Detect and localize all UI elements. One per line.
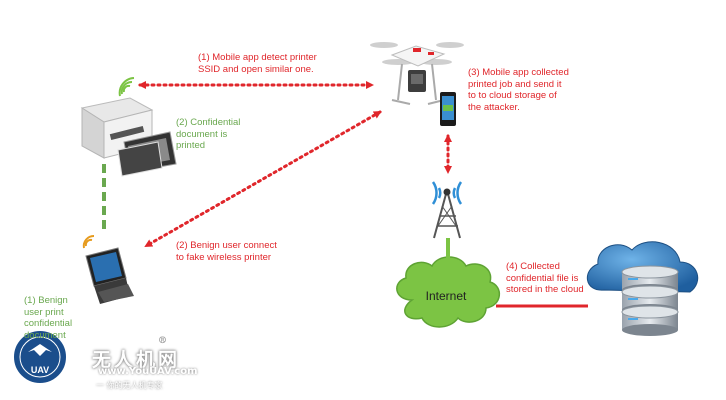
label-step1-detect-ssid: (1) Mobile app detect printer SSID and o…	[198, 52, 317, 75]
label-step2-user-connect: (2) Benign user connect to fake wireless…	[176, 240, 277, 263]
cloud-storage-icon	[587, 241, 699, 336]
label-step1-benign-print: (1) Benign user print confidential docum…	[24, 295, 73, 341]
label-step3-collect-job: (3) Mobile app collected printed job and…	[468, 67, 569, 113]
watermark-badge-text: UAV	[31, 365, 49, 375]
phone-icon	[440, 92, 456, 126]
watermark-url: www.YouUAV.com	[98, 366, 198, 377]
printer-icon	[80, 97, 177, 177]
uav-watermark-logo: UAV	[12, 329, 68, 385]
printer-wifi-icon	[118, 77, 135, 97]
internet-cloud-icon	[396, 256, 500, 328]
tower-signal-icon	[431, 181, 463, 205]
watermark-registered: ®	[158, 336, 167, 346]
arrow-drone-laptop	[144, 110, 382, 248]
internet-label: Internet	[426, 289, 467, 303]
label-step4-stored-cloud: (4) Collected confidential file is store…	[506, 261, 584, 295]
watermark-chinese-text: 无人机网	[92, 349, 181, 371]
antenna-tower-icon	[433, 188, 461, 239]
label-step2-document-printed: (2) Confidential document is printed	[176, 117, 241, 151]
drone-icon	[370, 42, 464, 105]
laptop-wifi-icon	[82, 234, 95, 249]
laptop-icon	[85, 247, 134, 304]
watermark-subtitle: 一 你的无人机专家	[96, 381, 163, 390]
